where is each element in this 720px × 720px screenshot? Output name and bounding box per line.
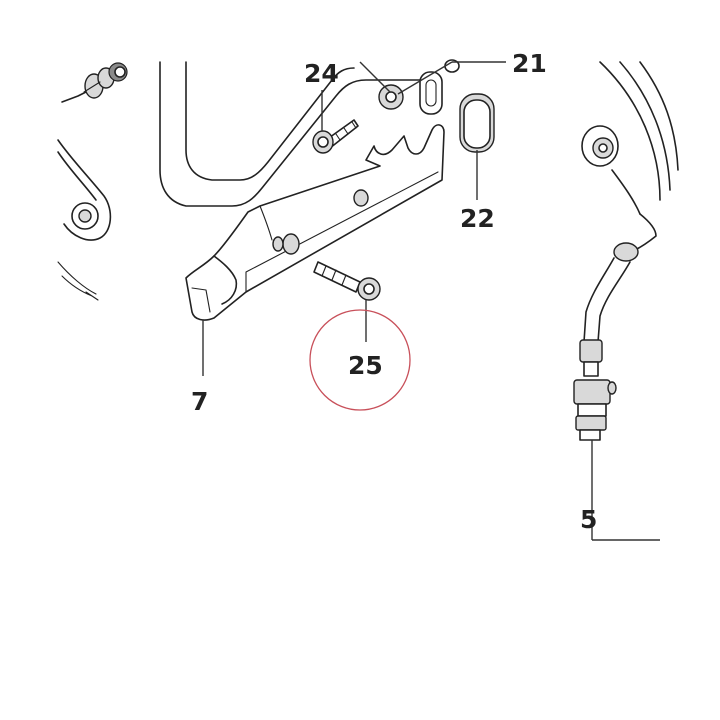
leader-lines — [202, 61, 660, 541]
callout-21: 21 — [512, 49, 547, 78]
callout-5: 5 — [580, 505, 597, 534]
cable-fitting-top-left — [61, 62, 128, 103]
callout-24: 24 — [304, 59, 339, 88]
housing-right — [581, 61, 679, 215]
callout-25: 25 — [348, 351, 383, 380]
callout-22: 22 — [460, 204, 495, 233]
frame-bracket-outline — [159, 61, 421, 207]
screw-25 — [313, 261, 381, 301]
screw-24 — [312, 119, 359, 154]
leader-21 — [397, 61, 453, 95]
sensor-cable-5 — [573, 213, 657, 441]
mounting-bracket — [185, 124, 445, 321]
callout-7: 7 — [191, 387, 208, 416]
frame-left-segment — [57, 139, 112, 301]
leader-21-washer — [359, 61, 391, 93]
washer — [378, 84, 404, 110]
highlight-circle — [309, 309, 411, 411]
slot-clip-21 — [419, 59, 460, 115]
grommet-22 — [459, 93, 495, 153]
